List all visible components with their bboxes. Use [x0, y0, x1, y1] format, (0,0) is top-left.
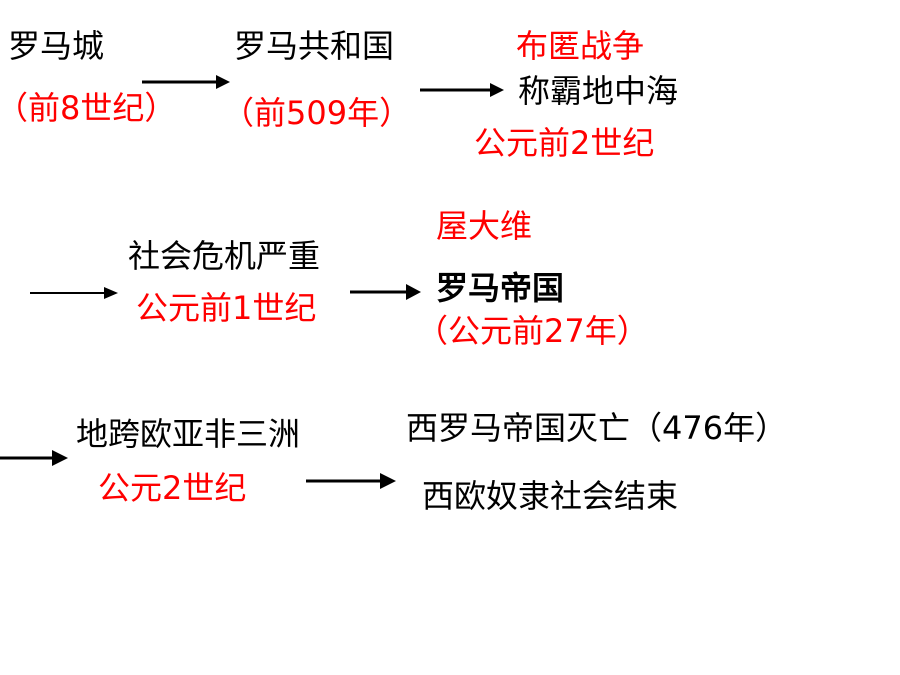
- social-crisis-label: 社会危机严重: [128, 237, 321, 275]
- slave-society-end-label: 西欧奴隶社会结束: [422, 477, 679, 515]
- roman-empire-label: 罗马帝国: [436, 269, 565, 307]
- rome-city-label: 罗马城: [8, 27, 105, 65]
- three-continents-label: 地跨欧亚非三洲: [76, 415, 301, 453]
- arrow-5: [0, 450, 68, 466]
- arrow-4: [350, 284, 421, 300]
- social-crisis-date: 公元前1世纪: [136, 289, 317, 327]
- roman-republic-date: （前509年）: [222, 94, 412, 132]
- arrow-2: [420, 83, 504, 97]
- arrow-6: [306, 473, 396, 489]
- three-continents-date: 公元2世纪: [98, 469, 247, 507]
- mediterranean-dominance-label: 称霸地中海: [518, 72, 679, 110]
- arrow-3: [30, 287, 118, 299]
- rome-city-date: （前8世纪）: [0, 89, 177, 127]
- roman-republic-label: 罗马共和国: [234, 27, 395, 65]
- mediterranean-dominance-date: 公元前2世纪: [474, 124, 655, 162]
- arrow-1: [142, 75, 230, 89]
- roman-empire-date: （公元前27年）: [416, 312, 649, 350]
- octavian-label: 屋大维: [436, 207, 533, 245]
- punic-wars-label: 布匿战争: [516, 27, 645, 65]
- western-rome-fall-label: 西罗马帝国灭亡（476年）: [406, 409, 788, 447]
